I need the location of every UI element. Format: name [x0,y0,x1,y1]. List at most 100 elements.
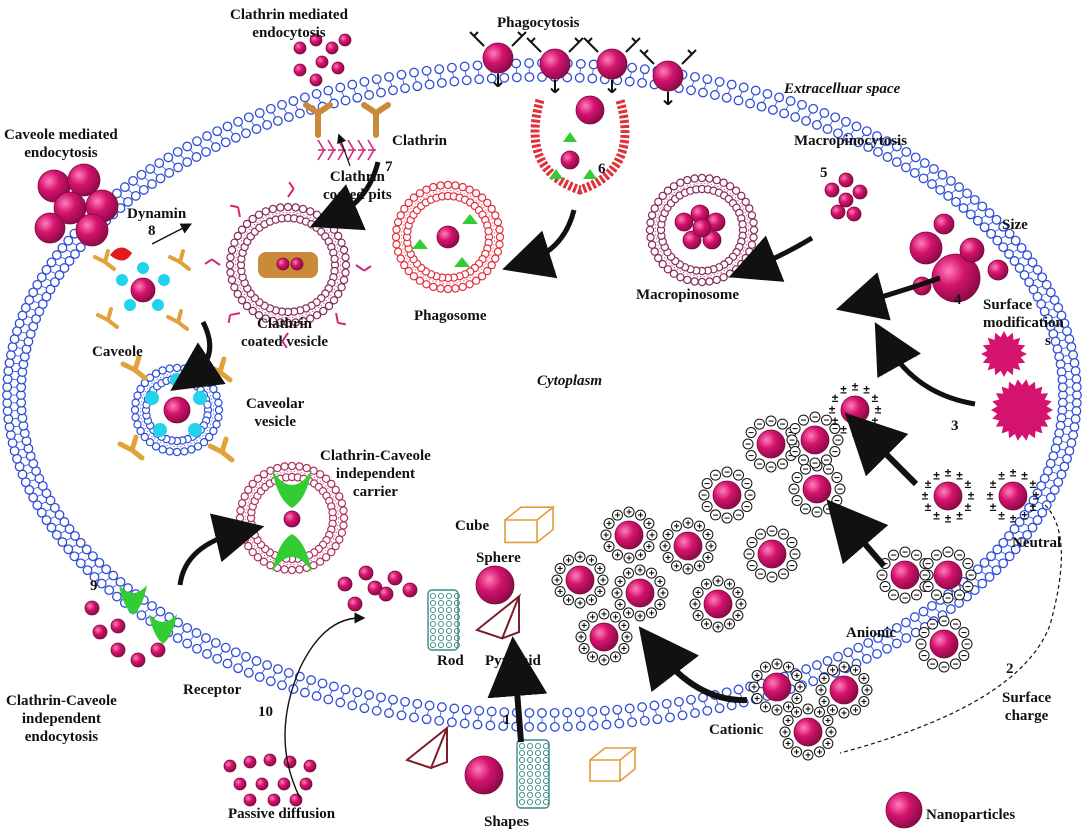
charge-sign: + [657,600,663,611]
lipid-head [436,702,447,713]
charge-ring [748,681,760,693]
lipid-head [172,146,183,157]
charge-sign: − [925,559,931,570]
charge-sign: − [832,424,838,435]
lipid-head [130,190,141,201]
label-macropinocytosis: Macropinocytosis [794,133,908,149]
charge-ring [783,701,794,713]
charge-sign: − [744,479,750,490]
clathrin-triskelion [347,139,356,161]
lipid-head [461,75,472,86]
vesicle-lipid [719,273,728,282]
lipid-head [785,96,796,106]
lipid-tail [40,501,47,505]
charged-particle: −−−−−−−−−−−− [915,615,973,674]
lipid-tail [1063,433,1070,435]
lipid-tail [980,571,987,576]
rod-hexagon [542,763,550,771]
charge-ring [958,650,970,661]
rod-hexagon [518,791,526,799]
clathrin-triskelion [355,264,372,272]
vesicle-lipid [321,474,331,483]
charge-ring [899,546,911,558]
lipid-head [872,131,882,142]
charge-sign: − [837,485,843,496]
lipid-head [192,136,202,147]
nanoparticle [299,777,313,791]
vesicle-lipid [737,191,746,201]
rod-hexagon [437,634,445,642]
charge-ring [578,620,590,631]
antibody [526,37,542,53]
charge-sign: − [814,508,820,519]
lipid-head [283,112,294,123]
lipid-tail [630,712,632,719]
lipid-head [335,82,346,93]
charge-sign: − [736,510,742,521]
charge-ring [798,454,809,466]
lipid-head [147,600,157,611]
label-sphere: Sphere [476,550,521,566]
arrow-clathrin [310,161,381,231]
vesicle-lipid [731,186,741,195]
lipid-head [1066,342,1077,352]
vesicle-lipid [226,253,235,262]
charge-ring [733,469,744,481]
vesicle-lipid [226,268,235,277]
lipid-head [212,653,223,664]
lipid-tail [1000,551,1007,555]
rod-hexagon [534,756,542,764]
lipid-head [220,137,231,148]
cube-shape [589,746,638,782]
charge-ring [827,704,838,716]
charge-sign: − [826,465,832,476]
vesicle-lipid [645,225,655,235]
lipid-tail [1061,441,1068,443]
lipid-head [790,112,801,123]
lipid-tail [306,683,310,690]
label-line: independent [335,466,416,482]
lipid-head [89,571,100,582]
label-line: independent [21,711,102,727]
charge-sign: − [945,548,951,559]
vesicle-lipid [404,198,413,208]
lipid-tail [1041,293,1048,296]
charge-sign: ± [832,414,839,428]
charge-sign: ± [968,489,975,503]
charge-ring [927,618,938,630]
nanoparticle-body [959,237,985,263]
vesicle-lipid [415,276,425,285]
charge-sign: − [826,504,832,515]
vesicle-lipid [443,180,453,190]
nanoparticle-body [34,212,66,244]
rod-hexagon [542,777,550,785]
label-line: carrier [352,484,398,500]
charged-particle: −−−−−−−−−−−− [786,411,844,470]
lipid-head [1010,235,1021,246]
lipid-tail [12,370,19,373]
charge-sign: − [921,628,927,639]
charge-ring [818,696,830,707]
charge-ring [791,693,803,704]
lipid-head [927,179,937,190]
vesicle-lipid [658,191,667,201]
vesicle-lipid [422,280,431,289]
lipid-head [222,658,233,669]
charge-sign: + [692,600,698,611]
lipid-head [819,108,830,118]
nanoparticle [959,237,985,263]
lipid-head [108,570,119,581]
lipid-tail [1032,508,1039,512]
charge-sign: − [891,551,897,562]
lipid-tail [152,171,158,176]
rod-hexagon [453,620,461,628]
charge-ring [743,548,755,560]
charge-ring [554,586,566,597]
lipid-head [882,628,893,638]
vesicle-lipid [697,277,707,287]
rod-hexagon [453,599,461,607]
charge-ring [888,549,899,561]
charge-ring [705,540,717,552]
vesicle-lipid [676,178,685,187]
nanoparticle [53,191,87,225]
